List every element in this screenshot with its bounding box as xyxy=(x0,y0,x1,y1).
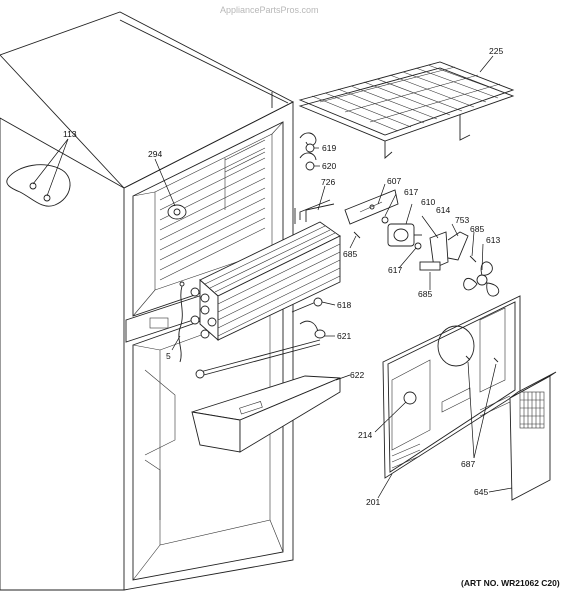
callout-610: 610 xyxy=(421,197,435,207)
part-607-bracket[interactable] xyxy=(344,189,399,225)
part-685-screw-left[interactable] xyxy=(353,231,361,239)
callout-201: 201 xyxy=(366,497,380,507)
callout-607: 607 xyxy=(387,176,401,186)
callout-labels: 113 225 294 619 620 726 607 617 610 614 … xyxy=(63,46,503,507)
freezer-light-socket[interactable] xyxy=(167,204,187,220)
part-201-evaporator-cover[interactable] xyxy=(382,295,521,479)
part-613-fan-blade[interactable] xyxy=(463,261,500,297)
part-687-screws[interactable] xyxy=(465,355,499,363)
callout-621: 621 xyxy=(337,331,351,341)
part-610-fan-motor[interactable] xyxy=(387,223,422,247)
callout-685-center: 685 xyxy=(418,289,432,299)
part-753-bracket[interactable] xyxy=(447,231,469,261)
part-618-heater-connector[interactable] xyxy=(291,297,323,313)
part-620-clip[interactable] xyxy=(299,152,317,171)
callout-225: 225 xyxy=(489,46,503,56)
callout-685-left: 685 xyxy=(343,249,357,259)
callout-5: 5 xyxy=(166,351,171,361)
part-645-vent-grille[interactable] xyxy=(509,371,557,501)
callout-613: 613 xyxy=(486,235,500,245)
callout-617-lower: 617 xyxy=(388,265,402,275)
part-726-evaporator[interactable] xyxy=(190,199,341,342)
callout-618: 618 xyxy=(337,300,351,310)
callout-726: 726 xyxy=(321,177,335,187)
freezer-back-ribs xyxy=(159,139,266,281)
part-685-screw-center[interactable] xyxy=(419,261,441,271)
part-614-bracket[interactable] xyxy=(429,231,449,269)
refrigerator-cabinet xyxy=(0,11,294,591)
callout-753: 753 xyxy=(455,215,469,225)
part-619-clip[interactable] xyxy=(299,132,317,153)
callout-619: 619 xyxy=(322,143,336,153)
callout-294: 294 xyxy=(148,149,162,159)
callout-113: 113 xyxy=(63,129,77,139)
callout-645: 645 xyxy=(474,487,488,497)
part-5-heater-lead[interactable] xyxy=(178,281,185,363)
callout-214: 214 xyxy=(358,430,372,440)
callout-614: 614 xyxy=(436,205,450,215)
part-113-bracket[interactable] xyxy=(6,164,71,207)
part-685-screw-right[interactable] xyxy=(469,255,477,263)
watermark: AppliancePartsPros.com xyxy=(220,5,319,15)
part-225-wire-shelf[interactable] xyxy=(298,61,515,159)
callout-622: 622 xyxy=(350,370,364,380)
art-number: (ART NO. WR21062 C20) xyxy=(461,578,560,588)
callout-685-right: 685 xyxy=(470,224,484,234)
leader-lines xyxy=(32,55,513,499)
callout-687: 687 xyxy=(461,459,475,469)
part-214-cover-plug[interactable] xyxy=(403,391,417,405)
part-622-drain-trough[interactable] xyxy=(191,375,341,453)
defrost-heater-rod[interactable] xyxy=(195,339,321,379)
part-617-grommet-upper[interactable] xyxy=(381,216,389,224)
callout-617-upper: 617 xyxy=(404,187,418,197)
part-621-thermostat[interactable] xyxy=(299,320,326,339)
callout-620: 620 xyxy=(322,161,336,171)
part-617-grommet-lower[interactable] xyxy=(414,242,422,250)
